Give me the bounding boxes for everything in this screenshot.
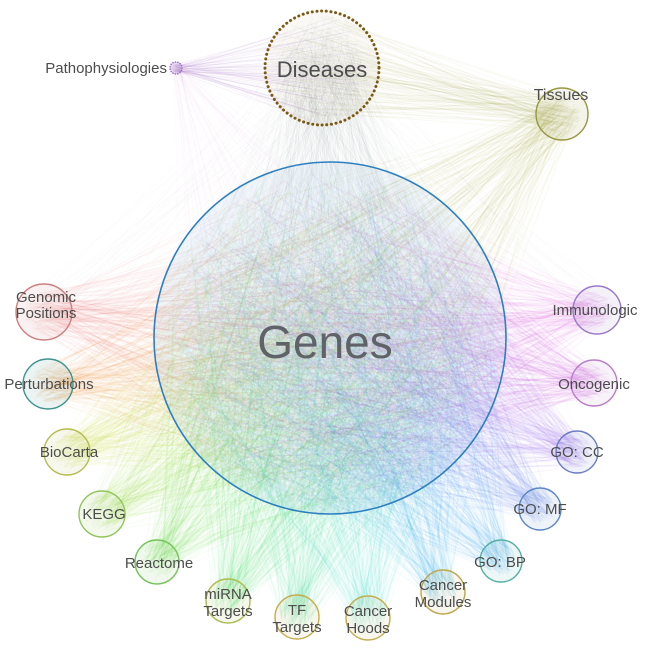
node-label-line: Oncogenic	[558, 376, 630, 393]
node-circle-cancer-hoods[interactable]	[345, 595, 391, 641]
node-label-go-bp: GO: BP	[474, 554, 526, 571]
node-label-line: Positions	[16, 305, 77, 322]
node-circle-diseases[interactable]	[263, 9, 381, 127]
edge-bundle-immunologic-genes	[169, 182, 615, 497]
node-label-tissues: Tissues	[534, 87, 589, 104]
node-circle-genomic-positions[interactable]	[15, 283, 73, 341]
node-label-kegg: KEGG	[82, 506, 125, 523]
node-circle-genes[interactable]	[153, 161, 507, 515]
node-label-line: KEGG	[82, 506, 125, 523]
node-label-genes: Genes	[257, 316, 393, 368]
node-labels: Genes Diseases PathophysiologiesTissuesGen…	[4, 57, 638, 637]
node-circle-immunologic[interactable]	[572, 285, 622, 335]
node-label-line: Immunologic	[552, 302, 638, 319]
node-label-line: miRNA	[204, 586, 252, 603]
node-circle-oncogenic[interactable]	[570, 359, 618, 407]
node-circle-tf-targets[interactable]	[274, 594, 320, 640]
node-label-line: Tissues	[534, 87, 589, 104]
edge-bundle-mirna-targets-genes	[171, 170, 499, 618]
edge-bundle-pathophysiologies-genes	[171, 63, 464, 491]
edge-bundle-perturbations-genes	[30, 174, 490, 505]
edge-bundle-pathophysiologies-diseases	[171, 16, 374, 122]
node-label-line: Hoods	[346, 620, 389, 637]
node-circle-kegg[interactable]	[78, 490, 126, 538]
node-circle-reactome[interactable]	[134, 539, 180, 585]
node-label-line: Modules	[415, 594, 472, 611]
node-circle-biocarta[interactable]	[43, 428, 91, 476]
node-circle-cancer-modules[interactable]	[420, 569, 466, 615]
node-circle-go-bp[interactable]	[479, 539, 523, 583]
node-circles	[15, 9, 622, 641]
node-label-line: GO: CC	[550, 444, 604, 461]
node-label-go-mf: GO: MF	[513, 501, 566, 518]
node-circle-pathophysiologies[interactable]	[169, 61, 183, 75]
node-label-perturbations: Perturbations	[4, 376, 93, 393]
edge-bundle-genomic-positions-genes	[24, 180, 489, 504]
node-label-line: Perturbations	[4, 376, 93, 393]
node-circle-go-cc[interactable]	[555, 430, 599, 474]
edge-bundle-tissues-genes	[172, 94, 582, 505]
edge-bundle-go-mf-genes	[164, 179, 556, 524]
node-label-immunologic: Immunologic	[552, 302, 638, 319]
node-label-line: TF	[288, 602, 306, 619]
edge-bundle-biocarta-genes	[50, 176, 491, 498]
node-label-reactome: Reactome	[125, 555, 193, 572]
node-label-line: BioCarta	[40, 444, 99, 461]
node-label-line: Targets	[272, 619, 321, 636]
node-label-line: Cancer	[344, 603, 392, 620]
node-label-line: GO: BP	[474, 554, 526, 571]
edge-bundle-diseases-genes	[170, 25, 497, 506]
node-circle-tissues[interactable]	[535, 87, 589, 141]
edge-bundle-oncogenic-genes	[169, 172, 612, 494]
edge-bundle-cancer-modules-genes	[176, 179, 499, 608]
node-label-line: Diseases	[277, 57, 367, 82]
node-label-pathophysiologies: Pathophysiologies	[45, 60, 167, 77]
node-label-line: Genomic	[16, 289, 77, 306]
edge-bundles	[24, 11, 615, 635]
node-circle-mirna-targets[interactable]	[205, 578, 251, 624]
inner-links-diseases	[265, 11, 379, 125]
edge-bundle-reactome-genes	[141, 172, 497, 577]
edge-bundle-go-bp-genes	[170, 170, 517, 577]
edge-bundle-tf-targets-genes	[172, 182, 487, 634]
edge-bundle-cancer-hoods-genes	[173, 180, 500, 635]
node-label-diseases: Diseases	[277, 57, 367, 82]
node-circle-perturbations[interactable]	[22, 358, 74, 410]
node-label-line: Cancer	[419, 577, 467, 594]
node-label-line: Genes	[257, 316, 393, 368]
edge-bundle-go-cc-genes	[168, 177, 593, 505]
node-circle-go-mf[interactable]	[518, 487, 562, 531]
node-label-go-cc: GO: CC	[550, 444, 604, 461]
edge-bundle-tissues-diseases	[270, 13, 581, 134]
node-label-line: GO: MF	[513, 501, 566, 518]
node-label-line: Reactome	[125, 555, 193, 572]
node-label-oncogenic: Oncogenic	[558, 376, 630, 393]
node-label-line: Pathophysiologies	[45, 60, 167, 77]
edge-bundle-kegg-genes	[85, 173, 496, 532]
node-label-biocarta: BioCarta	[40, 444, 99, 461]
node-label-line: Targets	[203, 603, 252, 620]
